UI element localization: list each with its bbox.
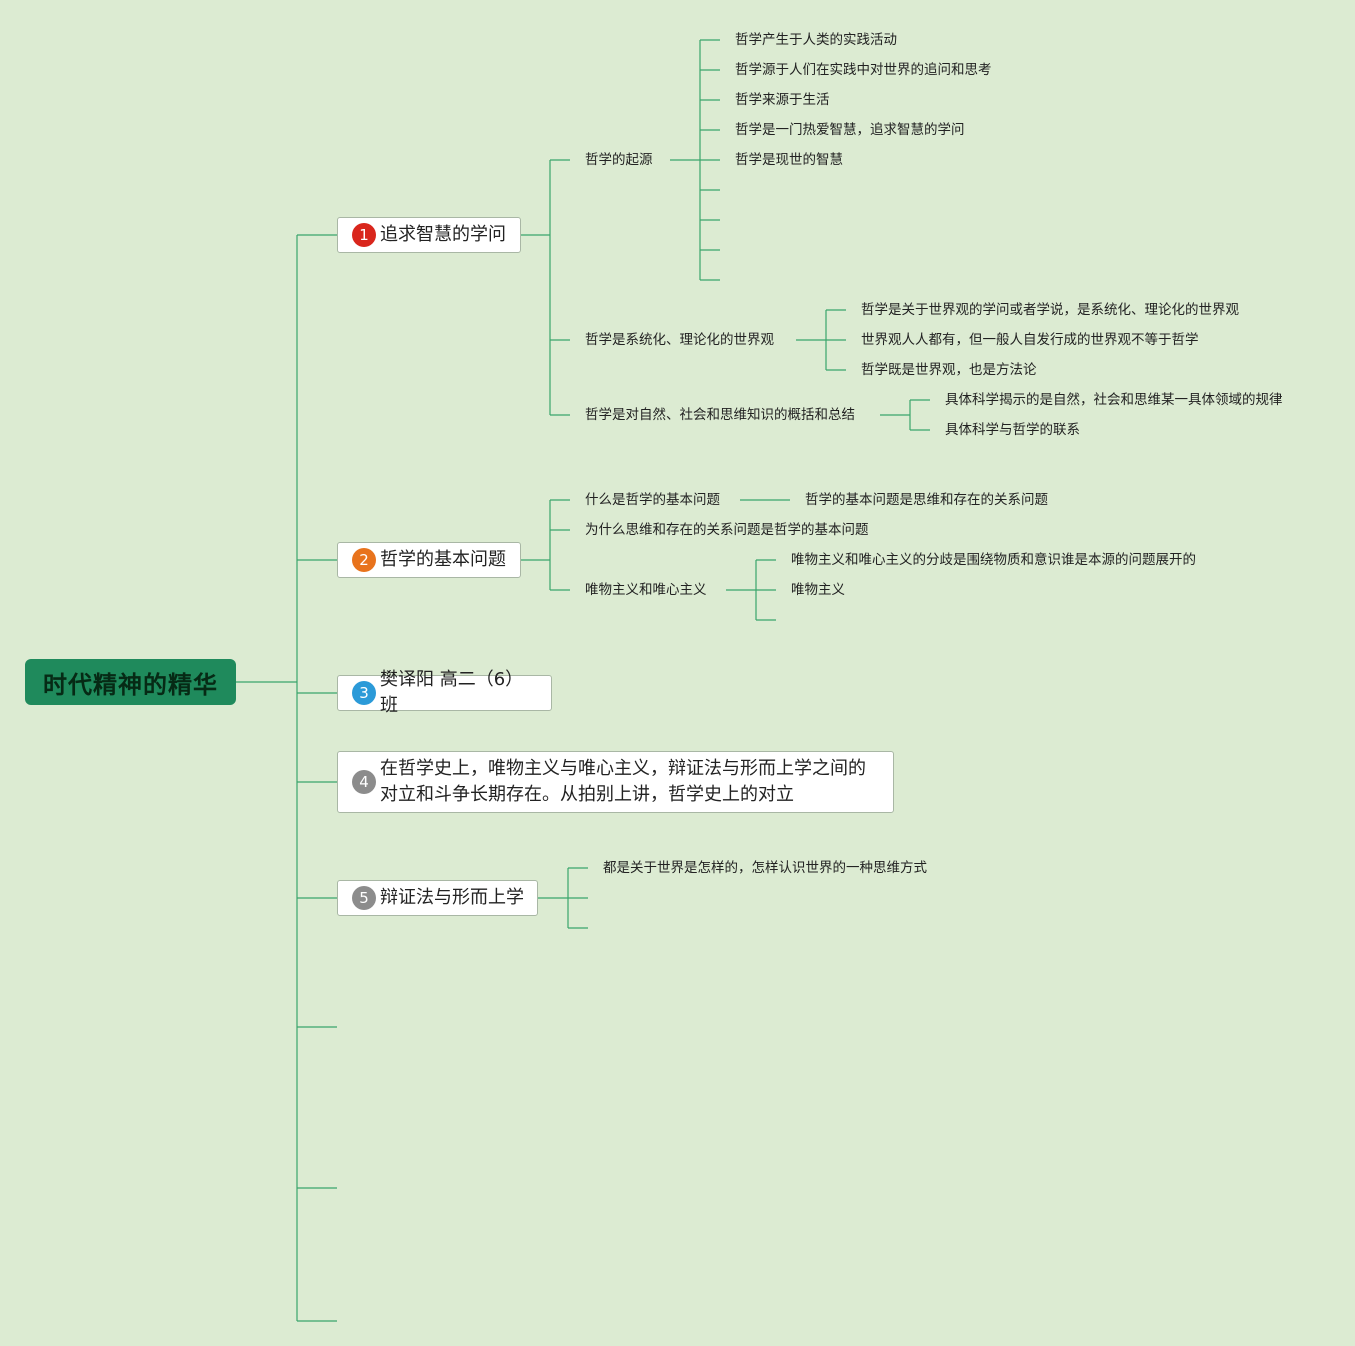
leaf-item[interactable]: 哲学既是世界观，也是方法论 — [861, 362, 1037, 378]
subtopic[interactable]: 唯物主义和唯心主义 — [585, 582, 707, 598]
subtopic[interactable]: 哲学是对自然、社会和思维知识的概括和总结 — [585, 407, 855, 423]
topic-label-line: 对立和斗争长期存在。从拍别上讲，哲学史上的对立 — [380, 784, 794, 805]
subtopic[interactable]: 哲学的起源 — [585, 152, 653, 168]
leaf-item[interactable]: 哲学是一门热爱智慧，追求智慧的学问 — [735, 122, 965, 138]
topic-5[interactable]: 5 辩证法与形而上学 — [337, 880, 538, 916]
leaf-item[interactable]: 世界观人人都有，但一般人自发行成的世界观不等于哲学 — [861, 332, 1199, 348]
number-badge-4: 4 — [352, 770, 376, 794]
topic-1[interactable]: 1 追求智慧的学问 — [337, 217, 521, 253]
connector — [796, 309, 846, 371]
number-badge-3: 3 — [352, 681, 376, 705]
leaf-item[interactable]: 哲学是现世的智慧 — [735, 152, 843, 168]
number-badge-1: 1 — [352, 223, 376, 247]
root-topic[interactable]: 时代精神的精华 — [25, 659, 236, 705]
number-badge-2: 2 — [352, 548, 376, 572]
connector — [520, 159, 570, 416]
leaf-item[interactable]: 唯物主义和唯心主义的分歧是围绕物质和意识谁是本源的问题展开的 — [791, 552, 1196, 568]
leaf-item[interactable]: 唯物主义 — [791, 582, 845, 598]
topic-4[interactable]: 4 在哲学史上，唯物主义与唯心主义，辩证法与形而上学之间的 对立和斗争长期存在。… — [337, 751, 894, 813]
topic-label: 哲学的基本问题 — [380, 549, 506, 570]
leaf-item[interactable]: 都是关于世界是怎样的，怎样认识世界的一种思维方式 — [603, 860, 927, 876]
leaf-item[interactable]: 哲学来源于生活 — [735, 92, 830, 108]
leaf-item[interactable]: 具体科学揭示的是自然，社会和思维某一具体领域的规律 — [945, 392, 1283, 408]
leaf-item[interactable]: 哲学产生于人类的实践活动 — [735, 32, 897, 48]
subtopic[interactable]: 哲学是系统化、理论化的世界观 — [585, 332, 774, 348]
connector — [880, 399, 930, 431]
topic-label: 在哲学史上，唯物主义与唯心主义，辩证法与形而上学之间的 对立和斗争长期存在。从拍… — [380, 756, 866, 808]
connector — [538, 867, 588, 929]
leaf-item[interactable]: 哲学的基本问题是思维和存在的关系问题 — [805, 492, 1048, 508]
connector — [520, 499, 570, 591]
topic-2[interactable]: 2 哲学的基本问题 — [337, 542, 521, 578]
leaf-item[interactable]: 哲学源于人们在实践中对世界的追问和思考 — [735, 62, 992, 78]
connector — [670, 39, 720, 281]
topic-3[interactable]: 3 樊译阳 高二（6）班 — [337, 669, 552, 716]
subtopic[interactable]: 什么是哲学的基本问题 — [585, 492, 720, 508]
subtopic[interactable]: 为什么思维和存在的关系问题是哲学的基本问题 — [585, 522, 869, 538]
number-badge-5: 5 — [352, 886, 376, 910]
connector — [726, 559, 776, 621]
topic-label: 樊译阳 高二（6）班 — [380, 669, 524, 716]
topic-label-line: 在哲学史上，唯物主义与唯心主义，辩证法与形而上学之间的 — [380, 758, 866, 779]
topic-label: 辩证法与形而上学 — [380, 887, 524, 908]
connector — [297, 234, 337, 1322]
leaf-item[interactable]: 哲学是关于世界观的学问或者学说，是系统化、理论化的世界观 — [861, 302, 1239, 318]
topic-label: 追求智慧的学问 — [380, 224, 506, 245]
leaf-item[interactable]: 具体科学与哲学的联系 — [945, 422, 1080, 438]
